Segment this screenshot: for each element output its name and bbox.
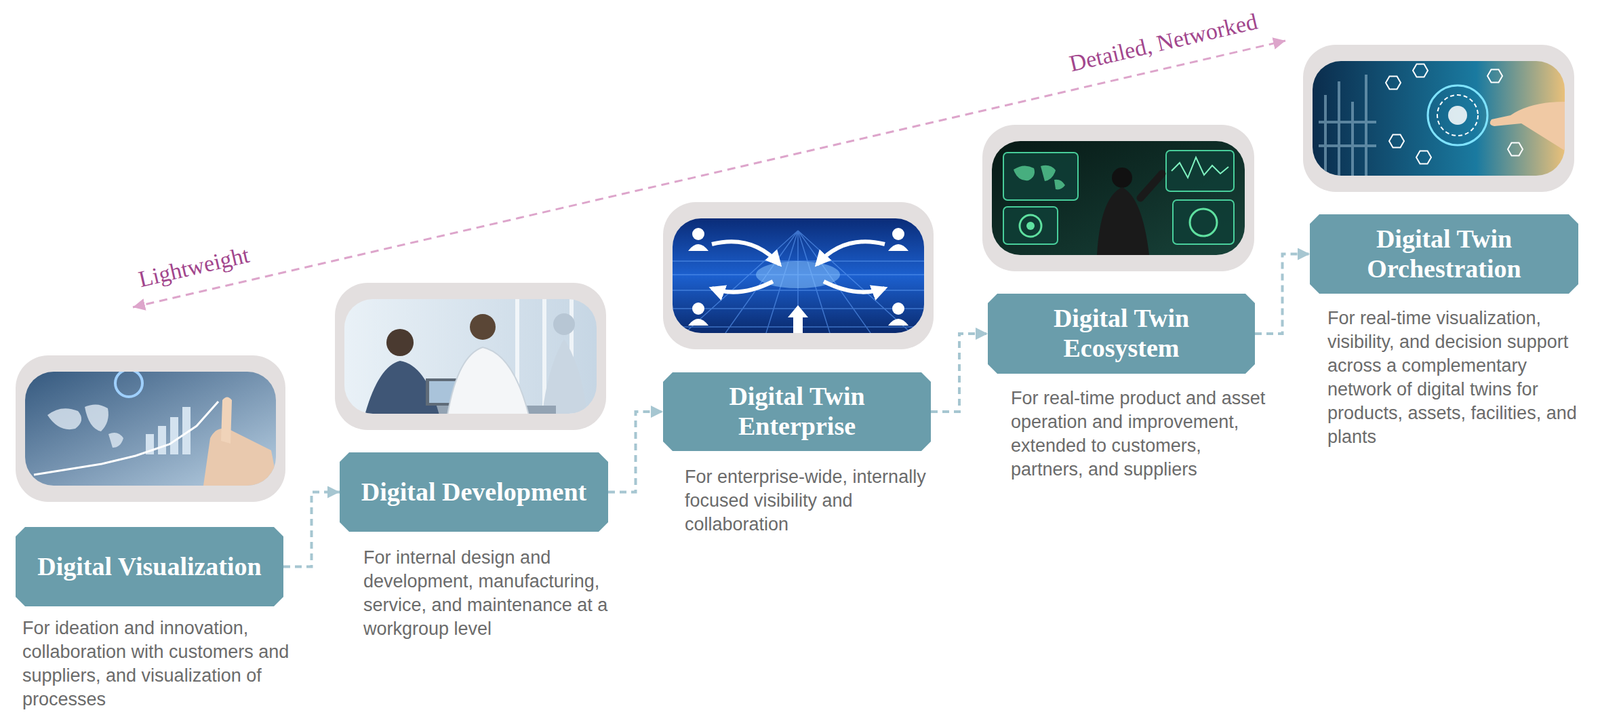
screen-shape [1172, 200, 1234, 245]
curved-arrow [816, 241, 885, 265]
stage-description: For ideation and innovation, collaborati… [22, 616, 331, 712]
person-shape [469, 313, 496, 340]
people-icon [888, 318, 909, 326]
up-arrow [787, 305, 809, 333]
photo-illustration [672, 218, 925, 333]
stage-description: For enterprise-wide, internally focused … [684, 465, 937, 537]
stage-title: Digital Twin Enterprise [683, 381, 911, 441]
stage-title: Digital Development [361, 477, 587, 508]
photo-ground [1312, 61, 1565, 176]
stage-title: Digital Twin Orchestration [1330, 224, 1558, 284]
photo-illustration [1312, 61, 1565, 176]
bar-shape [170, 416, 179, 455]
ring-shape [1427, 85, 1488, 146]
stage-title: Digital Twin Ecosystem [1008, 303, 1235, 363]
wave-line [1171, 157, 1229, 178]
stage-description: For internal design and development, man… [363, 545, 649, 641]
stage-box: Digital VisualizationFor ideation and in… [15, 526, 284, 607]
bar-shape [157, 425, 167, 455]
axis-label: Detailed, Networked [1067, 8, 1261, 78]
target-shape [1189, 208, 1217, 236]
person-shape [447, 347, 529, 414]
curved-arrow [711, 281, 773, 293]
photo-illustration [991, 141, 1245, 255]
photo-ground [991, 141, 1245, 255]
person-shape [386, 328, 414, 356]
photo-ground [672, 218, 925, 333]
target-shape [1019, 214, 1042, 237]
box-fill [663, 372, 931, 451]
people-icon [692, 227, 705, 240]
people-icon [692, 302, 705, 315]
people-icon [688, 318, 709, 326]
curved-arrow [711, 241, 780, 265]
gauge-shape [115, 371, 143, 397]
step-connector [283, 492, 340, 567]
photo-frame [1303, 44, 1575, 192]
hand-shape [203, 428, 276, 486]
people-icon [688, 244, 709, 251]
hand-shape [1490, 101, 1565, 151]
plant-shape [1318, 74, 1377, 176]
person-shape [553, 313, 575, 335]
hex-icon [1416, 151, 1432, 165]
stage-title: Digital Visualization [37, 551, 262, 582]
axis-label: Lightweight [136, 242, 252, 293]
person-shape [1111, 167, 1133, 188]
map-shape [1013, 165, 1066, 190]
step-connector [1254, 254, 1310, 335]
photo-illustration [25, 371, 276, 486]
people-icon [888, 244, 909, 251]
screen-shape [1003, 206, 1058, 245]
people-icon [892, 227, 905, 240]
hex-icon [1487, 69, 1503, 83]
map-shape [47, 408, 82, 430]
step-connector [608, 411, 664, 493]
box-fill [1309, 214, 1579, 294]
photo-illustration [344, 298, 597, 414]
photo-frame [982, 124, 1255, 272]
stage-description: For real-time product and asset operatio… [1010, 386, 1269, 482]
hex-icon [1412, 64, 1428, 78]
stage-box: Digital Twin EcosystemFor real-time prod… [987, 293, 1255, 374]
people-icon [892, 302, 905, 315]
map-shape [108, 432, 124, 448]
photo-frame [334, 282, 607, 430]
map-shape [84, 404, 109, 432]
box-fill [987, 293, 1255, 374]
trend-line [33, 401, 219, 475]
box-fill [15, 526, 284, 607]
hex-icon [1385, 76, 1401, 90]
stage-description: For real-time visualization, visibility,… [1327, 306, 1587, 449]
brain-icon [1448, 105, 1468, 125]
target-shape [1026, 221, 1035, 230]
stage-box: Digital Twin OrchestrationFor real-time … [1309, 214, 1579, 294]
person-shape [1140, 173, 1163, 198]
stage-box: Digital Twin EnterpriseFor enterprise-wi… [663, 372, 931, 451]
person-shape [542, 338, 588, 414]
grid-lines [672, 230, 925, 333]
screen-shape [1003, 152, 1078, 200]
hex-icon [1389, 134, 1405, 148]
ring-shape [1437, 94, 1478, 136]
step-connector [930, 333, 988, 412]
hand-shape [221, 397, 232, 445]
box-fill [339, 452, 609, 532]
hex-icon [1507, 143, 1523, 156]
stage-box: Digital DevelopmentFor internal design a… [339, 452, 609, 532]
photo-frame [15, 355, 286, 502]
curved-arrow [823, 281, 885, 293]
screen-shape [1166, 150, 1234, 192]
photo-frame [663, 202, 934, 350]
